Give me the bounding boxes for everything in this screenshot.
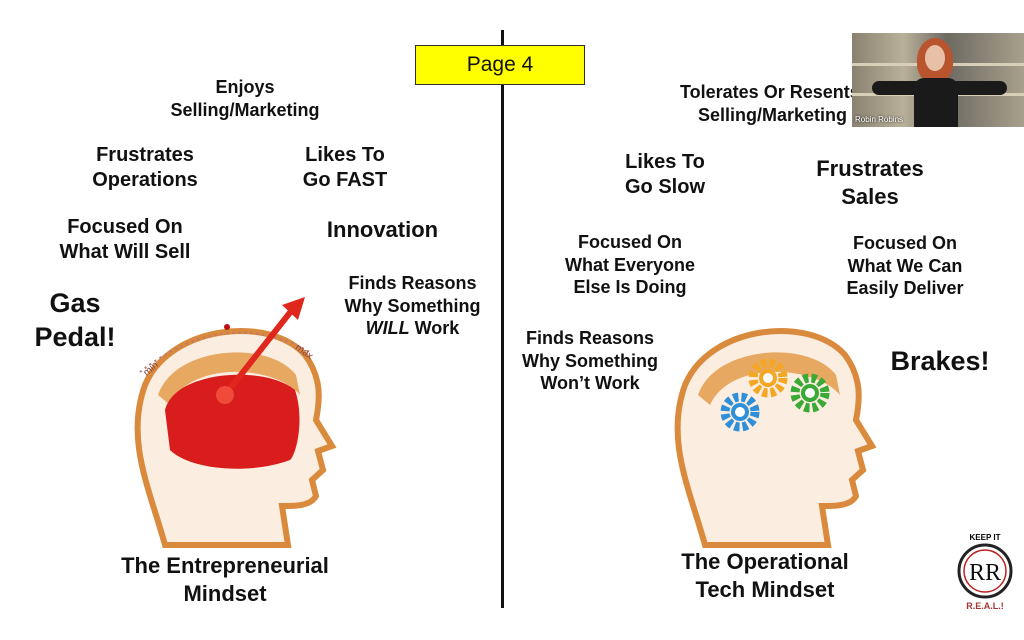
gear-icon: [790, 373, 830, 413]
keep-it-real-logo: RR KEEP IT R.E.A.L.!: [957, 533, 1013, 611]
arrow-icon: [282, 297, 305, 320]
gear-icon: [720, 392, 760, 432]
brakes-text: Brakes!: [890, 346, 990, 376]
participant-video-thumbnail[interactable]: Robin Robins: [852, 33, 1024, 127]
logo-monogram: RR: [969, 560, 1001, 586]
page-label: Page 4: [415, 45, 585, 85]
logo-bottom-text: R.E.A.L.!: [966, 601, 1004, 611]
gear-icon: [748, 358, 788, 398]
brain-icon: [165, 374, 300, 469]
center-divider: [501, 30, 504, 608]
person-face: [925, 45, 945, 71]
entrepreneur-head-illustration: min max: [134, 297, 337, 548]
person-body: [914, 78, 958, 127]
participant-name: Robin Robins: [855, 115, 904, 124]
left-innovation-text: Innovation: [326, 217, 439, 242]
logo-top-text: KEEP IT: [970, 533, 1001, 542]
operational-head-illustration: [674, 328, 877, 548]
